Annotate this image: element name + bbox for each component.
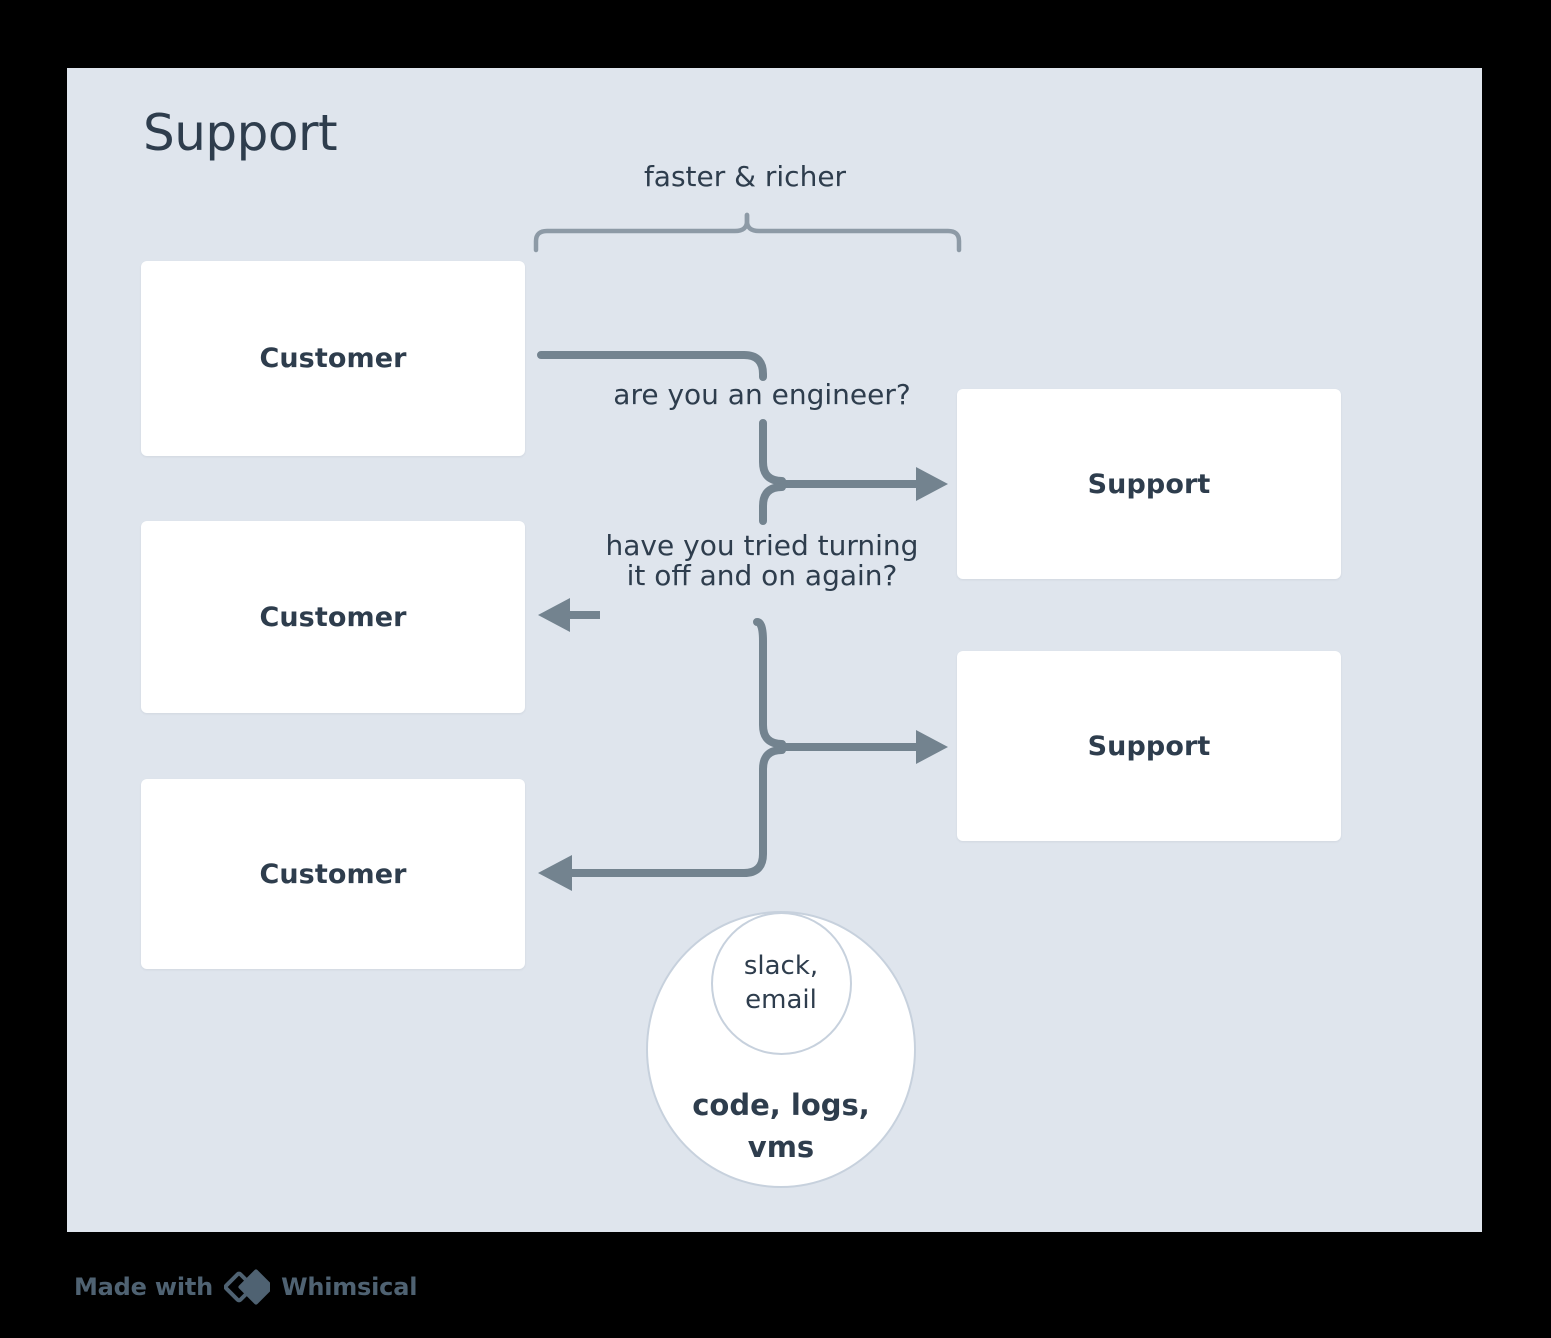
footer-brand-text: Whimsical — [281, 1273, 418, 1301]
node-label: Support — [1087, 730, 1211, 762]
footer-attribution[interactable]: Made with Whimsical — [74, 1268, 417, 1306]
node-customer-3[interactable]: Customer — [141, 779, 525, 969]
node-support-2[interactable]: Support — [957, 651, 1341, 841]
footer-made-with-text: Made with — [74, 1273, 214, 1301]
edge-label-turn-it-off-and-on: have you tried turning it off and on aga… — [605, 529, 919, 593]
node-label: Customer — [259, 343, 407, 374]
node-label: Customer — [259, 858, 407, 890]
whimsical-diamond-logo-icon — [223, 1268, 274, 1306]
node-support-1[interactable]: Support — [957, 389, 1341, 579]
circle-inner-scope[interactable] — [711, 912, 852, 1055]
node-label: Customer — [259, 601, 407, 633]
brace-label-faster-richer: faster & richer — [643, 160, 847, 193]
page-title: Support — [143, 104, 338, 162]
circle-inner-label: slack, email — [743, 951, 819, 1015]
node-label: Support — [1087, 468, 1211, 500]
circle-outer-label: code, logs, vms — [692, 1088, 870, 1165]
node-customer-1[interactable]: Customer — [141, 261, 525, 456]
edge-label-are-you-an-engineer: are you an engineer? — [613, 378, 911, 411]
node-customer-2[interactable]: Customer — [141, 521, 525, 713]
